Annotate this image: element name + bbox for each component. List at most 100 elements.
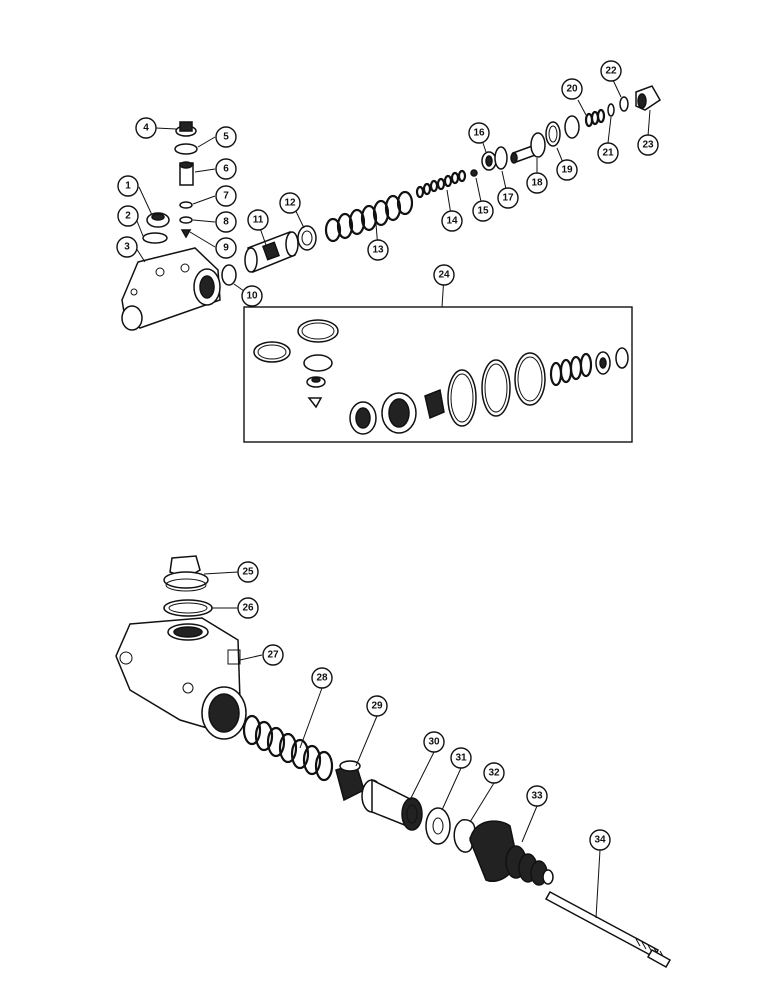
callout-31: 31 <box>450 747 472 769</box>
valve-retainer <box>481 151 497 171</box>
callout-25: 25 <box>237 561 259 583</box>
bleeder-fitting <box>175 121 197 137</box>
svg-text:21: 21 <box>602 148 614 159</box>
svg-text:30: 30 <box>428 737 440 748</box>
piston-seal-ring <box>545 121 561 147</box>
callout-13: 13 <box>367 239 389 261</box>
svg-text:12: 12 <box>284 198 296 209</box>
check-valve-seat <box>179 161 194 186</box>
secondary-cup <box>297 225 317 251</box>
callout-20: 20 <box>561 78 583 100</box>
svg-text:6: 6 <box>223 164 229 175</box>
callout-3: 3 <box>116 236 138 258</box>
svg-text:28: 28 <box>316 673 328 684</box>
push-rod <box>544 890 672 969</box>
callout-18: 18 <box>526 172 548 194</box>
svg-text:16: 16 <box>473 128 485 139</box>
small-spring <box>415 169 467 199</box>
svg-text:13: 13 <box>372 245 384 256</box>
svg-text:22: 22 <box>605 66 617 77</box>
outlet-washer <box>607 103 615 117</box>
svg-text:7: 7 <box>223 191 229 202</box>
callout-21: 21 <box>597 142 619 164</box>
callout-8: 8 <box>215 211 237 233</box>
svg-text:15: 15 <box>477 206 489 217</box>
callout-17: 17 <box>497 187 519 209</box>
svg-text:11: 11 <box>253 215 264 226</box>
piston <box>244 230 299 274</box>
svg-text:9: 9 <box>223 243 229 254</box>
svg-text:25: 25 <box>242 567 254 578</box>
callout-33: 33 <box>526 785 548 807</box>
stop-washer <box>425 807 451 845</box>
piston-cup-front <box>221 264 237 286</box>
svg-text:26: 26 <box>242 603 254 614</box>
callout-19: 19 <box>556 159 578 181</box>
push-piston <box>510 132 546 164</box>
callout-26: 26 <box>237 597 259 619</box>
svg-text:33: 33 <box>531 791 543 802</box>
svg-text:10: 10 <box>246 291 258 302</box>
callout-15: 15 <box>472 200 494 222</box>
lower-assembly: 25 26 27 28 29 30 31 32 33 34 <box>115 555 672 969</box>
callout-12: 12 <box>279 192 301 214</box>
return-spring <box>242 714 334 782</box>
upper-assembly: 1 2 3 4 5 6 7 8 9 10 11 12 13 14 15 16 1… <box>116 60 661 443</box>
check-ball <box>470 169 478 177</box>
callout-11: 11 <box>247 209 269 231</box>
callout-29: 29 <box>366 695 388 717</box>
master-cylinder-body-lower <box>115 617 247 740</box>
svg-text:1: 1 <box>125 181 131 192</box>
valve-washer <box>179 201 193 209</box>
callout-9: 9 <box>215 237 237 259</box>
outlet-spring <box>564 108 606 139</box>
svg-text:32: 32 <box>488 768 500 779</box>
primary-cup <box>335 760 365 802</box>
main-spring <box>324 190 414 243</box>
svg-text:34: 34 <box>594 835 606 846</box>
valve-ball <box>180 229 192 239</box>
callout-23: 23 <box>637 134 659 156</box>
cap-gasket-upper <box>142 232 168 244</box>
leader-lines-lower <box>203 571 601 919</box>
callout-16: 16 <box>468 122 490 144</box>
svg-text:29: 29 <box>371 701 383 712</box>
svg-text:27: 27 <box>267 650 279 661</box>
svg-text:24: 24 <box>438 270 450 281</box>
callout-5: 5 <box>215 126 237 148</box>
callout-22: 22 <box>600 60 622 82</box>
filler-cap-lower <box>163 555 209 592</box>
lock-ring <box>453 819 476 853</box>
callout-14: 14 <box>441 210 463 232</box>
callout-6: 6 <box>215 158 237 180</box>
repair-kit-inset <box>243 275 633 443</box>
svg-text:23: 23 <box>642 140 654 151</box>
callout-24: 24 <box>433 264 455 286</box>
svg-text:4: 4 <box>143 123 149 134</box>
svg-text:5: 5 <box>223 132 229 143</box>
svg-text:8: 8 <box>223 217 229 228</box>
callout-34: 34 <box>589 829 611 851</box>
valve-spring-seat <box>179 216 193 224</box>
outlet-plug <box>635 85 661 111</box>
svg-text:3: 3 <box>124 242 130 253</box>
fitting-gasket <box>174 143 198 155</box>
callout-2: 2 <box>117 205 139 227</box>
svg-text:17: 17 <box>502 193 514 204</box>
outlet-gasket <box>619 96 629 112</box>
callout-10: 10 <box>241 285 263 307</box>
svg-text:18: 18 <box>531 178 543 189</box>
valve-seal <box>494 146 508 170</box>
svg-text:14: 14 <box>446 216 458 227</box>
svg-text:2: 2 <box>125 211 131 222</box>
callout-7: 7 <box>215 185 237 207</box>
callout-30: 30 <box>423 731 445 753</box>
cap-gasket-lower <box>163 599 213 617</box>
master-cylinder-body-upper <box>121 247 221 331</box>
rubber-boot <box>469 820 554 886</box>
callout-1: 1 <box>117 175 139 197</box>
svg-text:19: 19 <box>561 165 573 176</box>
callout-4: 4 <box>135 117 157 139</box>
filler-cap-upper <box>146 212 170 228</box>
